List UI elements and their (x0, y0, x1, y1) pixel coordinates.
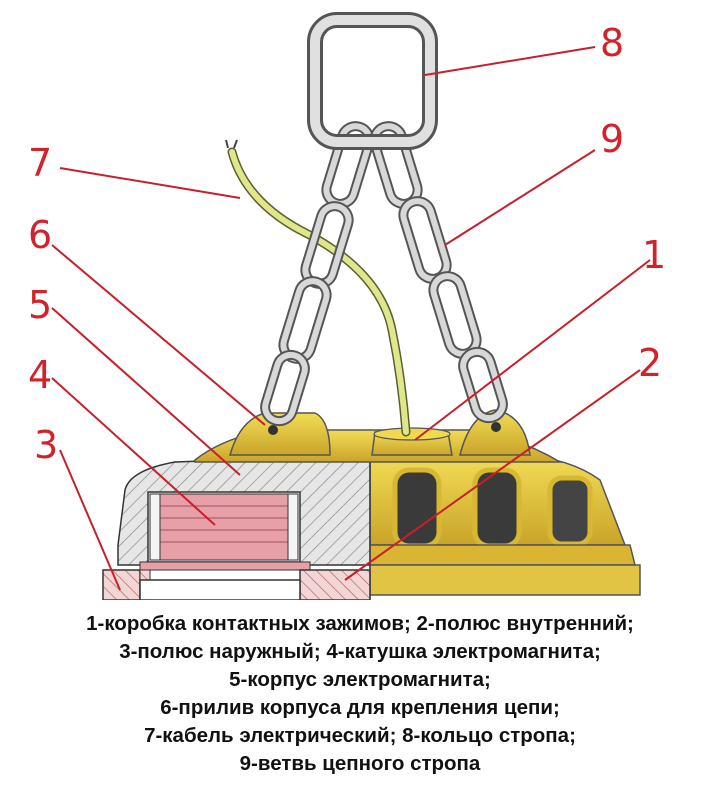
legend-caption: 1-коробка контактных зажимов; 2-полюс вн… (0, 610, 720, 778)
callout-2: 2 (638, 341, 662, 385)
caption-line: 7-кабель электрический; 8-кольцо стропа; (144, 724, 576, 747)
callout-7: 7 (28, 141, 52, 185)
terminal-box (371, 427, 453, 456)
chain-left (260, 121, 375, 427)
magnet-body-section (102, 454, 371, 600)
chain-lug-left (229, 412, 331, 456)
callout-9: 9 (600, 117, 624, 161)
caption-line: 9-ветвь цепного стропа (239, 752, 481, 775)
callout-6: 6 (28, 213, 52, 257)
leader-3 (59, 449, 121, 591)
leader-2 (344, 369, 641, 581)
callout-3: 3 (34, 423, 58, 467)
leader-lines (51, 46, 651, 591)
leader-9 (444, 149, 596, 246)
leader-6 (51, 244, 266, 426)
leader-4 (51, 377, 216, 526)
coil (149, 493, 299, 561)
callout-8: 8 (600, 21, 624, 65)
callout-4: 4 (28, 353, 52, 397)
electric-cable (225, 139, 411, 437)
chain-right (369, 121, 508, 424)
sling-ring (307, 12, 438, 150)
leader-7 (59, 167, 241, 199)
leader-8 (424, 46, 596, 76)
leader-1 (414, 259, 651, 441)
caption-line: 1-коробка контактных зажимов; 2-полюс вн… (86, 612, 634, 635)
leader-5 (51, 307, 241, 476)
chain-lug-right (459, 409, 531, 456)
callout-5: 5 (28, 283, 52, 327)
caption-line: 5-корпус электромагнита; (229, 668, 491, 691)
caption-line: 3-полюс наружный; 4-катушка электромагни… (119, 640, 601, 663)
caption-line: 6-прилив корпуса для крепления цепи; (160, 696, 560, 719)
electromagnet-diagram: 8 9 7 6 5 4 3 1 2 (28, 12, 666, 600)
magnet-body-right (369, 454, 641, 596)
callout-1: 1 (642, 233, 666, 277)
